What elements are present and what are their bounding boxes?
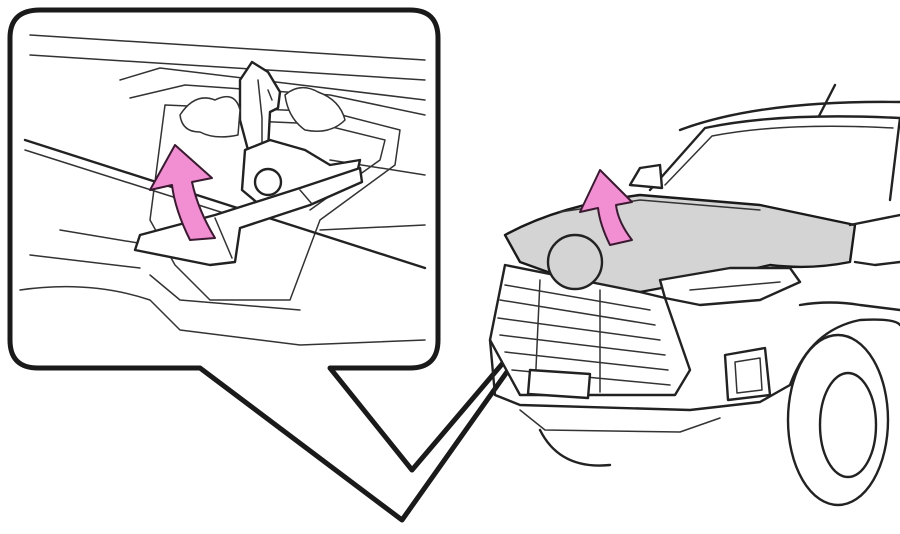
bumper-line <box>520 410 720 432</box>
vehicle-front-wheel <box>788 335 888 505</box>
license-plate <box>528 370 590 398</box>
vehicle-side <box>850 215 900 265</box>
vehicle-side-lower <box>800 303 900 311</box>
callout-bubble <box>10 10 565 520</box>
latch-location-circle <box>548 235 602 289</box>
vehicle-illustration <box>490 85 900 505</box>
latch-pivot <box>255 169 281 195</box>
vehicle-windshield <box>650 116 900 200</box>
vehicle-tire-left <box>540 430 610 466</box>
side-mirror <box>630 165 662 188</box>
vehicle-antenna <box>818 85 835 118</box>
callout-outline <box>10 10 565 520</box>
